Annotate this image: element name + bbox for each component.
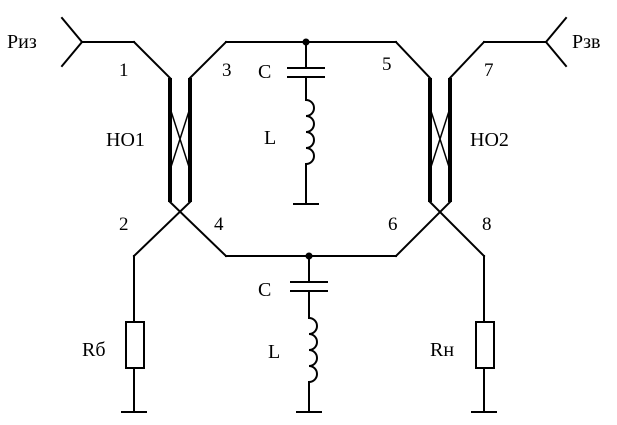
bottom-capacitor-label: C [258,279,271,301]
top-inductor-coil [304,98,315,166]
bottom-bridge-line [168,200,452,260]
top-capacitor-label: C [258,61,271,83]
top-bridge-line [188,38,432,80]
ballast-resistor [121,255,147,413]
bottom-lc-branch [290,255,328,413]
coupler-ho2-label: HO2 [470,129,509,151]
terminal-5-label: 5 [382,54,392,75]
input-port-antenna [60,16,172,80]
ballast-resistor-label: Rб [82,339,106,361]
bottom-inductor-coil [307,316,318,384]
terminal-7-label: 7 [484,60,494,81]
top-inductor-label: L [264,127,276,149]
terminal-8-label: 8 [482,214,492,235]
coupler-ho1 [168,78,192,202]
input-port-label: Pиз [7,31,37,53]
terminal-6-label: 6 [388,214,398,235]
terminal-2-label: 2 [119,214,129,235]
coupler-ho1-label: HO1 [106,129,145,151]
terminal-4-label: 4 [214,214,224,235]
resistor-feed-lines [132,200,486,258]
top-lc-branch [287,41,325,205]
terminal-1-label: 1 [119,60,129,81]
coupler-ho2 [428,78,452,202]
load-resistor-label: Rн [430,339,454,361]
output-port-antenna [448,16,568,80]
terminal-3-label: 3 [222,60,232,81]
load-resistor [471,255,497,413]
output-port-label: Pзв [572,31,600,53]
bottom-inductor-label: L [268,341,280,363]
